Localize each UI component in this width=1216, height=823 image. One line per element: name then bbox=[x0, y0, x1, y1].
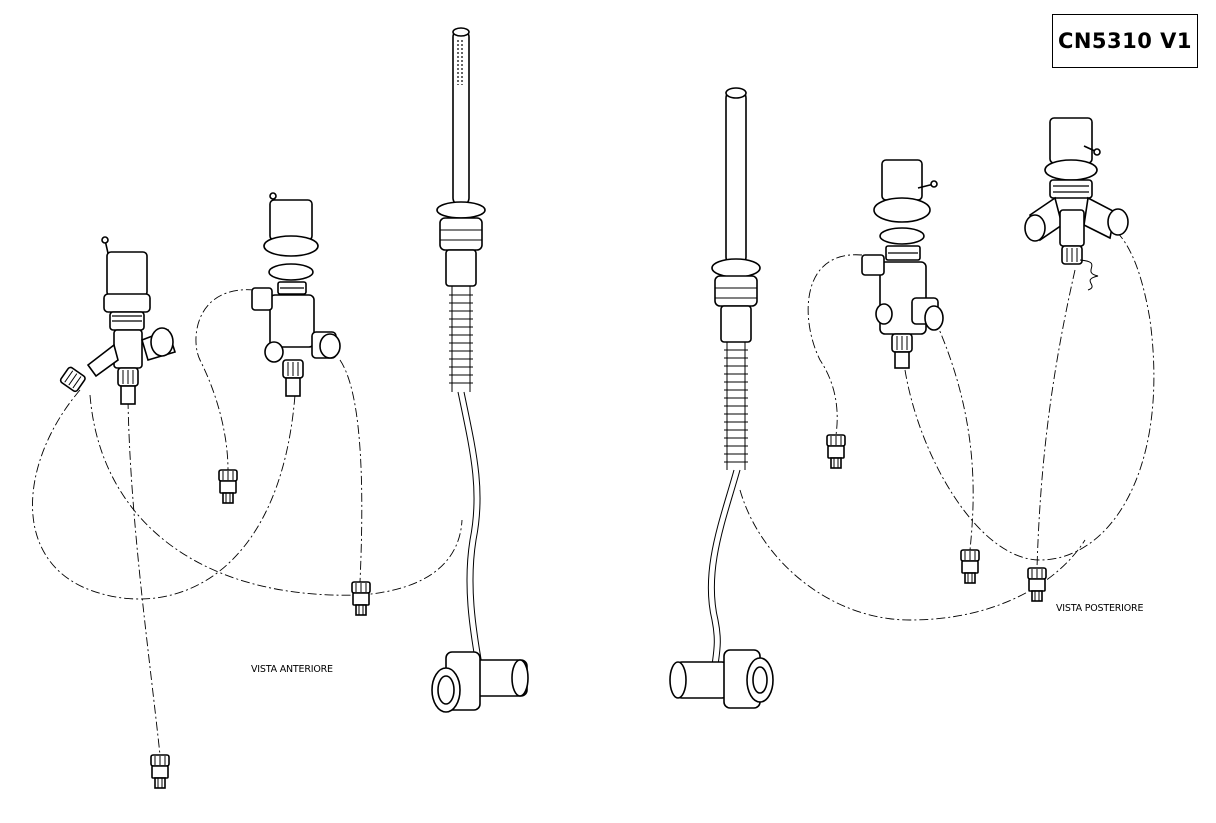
fitting-rear-1 bbox=[826, 434, 846, 469]
hand-shower-rear bbox=[669, 87, 774, 709]
drawing-code: CN5310 V1 bbox=[1057, 29, 1193, 53]
valve-rear-1 bbox=[861, 159, 944, 369]
rear-view-label: VISTA POSTERIORE bbox=[1056, 603, 1144, 614]
front-view-assembly bbox=[32, 27, 529, 789]
fitting-front-1 bbox=[218, 469, 238, 504]
hand-shower-front bbox=[431, 27, 529, 713]
valve-rear-2 bbox=[1024, 117, 1129, 291]
fitting-rear-2 bbox=[960, 549, 980, 584]
drawing-code-box: CN5310 V1 bbox=[1052, 14, 1198, 68]
valve-front-1 bbox=[58, 236, 177, 405]
rear-view-assembly bbox=[669, 87, 1155, 709]
valve-front-2 bbox=[251, 192, 341, 397]
fitting-front-3 bbox=[150, 754, 170, 789]
front-view-label: VISTA ANTERIORE bbox=[251, 664, 333, 675]
fitting-rear-3 bbox=[1027, 567, 1047, 602]
fitting-front-2 bbox=[351, 581, 371, 616]
